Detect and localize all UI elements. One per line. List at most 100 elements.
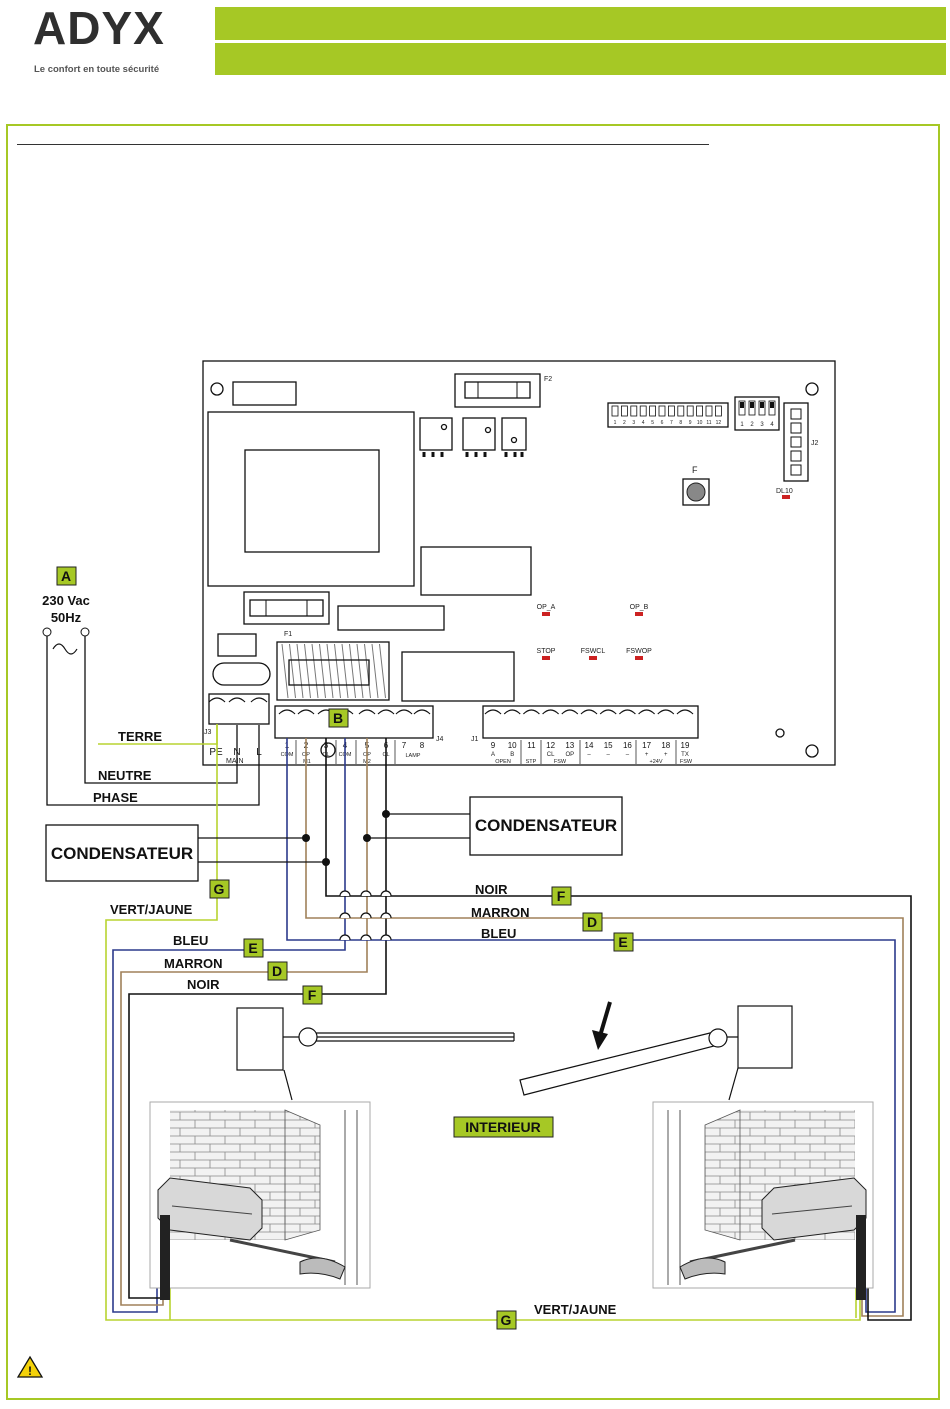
j1-label: J1 bbox=[471, 736, 479, 743]
dip-switch[interactable] bbox=[639, 405, 647, 417]
motor-right-illustration bbox=[652, 1101, 874, 1300]
fuse-f2 bbox=[454, 373, 541, 408]
j1-terminal-sub: – bbox=[587, 752, 591, 758]
relays bbox=[419, 417, 527, 457]
dip-number: 7 bbox=[670, 420, 673, 426]
dip-switch[interactable] bbox=[630, 405, 638, 417]
logo-tagline: Le confort en toute sécurité bbox=[34, 64, 160, 75]
led-indicator bbox=[635, 656, 643, 660]
fuse-f1 bbox=[243, 591, 330, 625]
capacitor-left: CONDENSATEUR bbox=[45, 824, 199, 882]
logo: ADYX Le confort en toute sécurité bbox=[28, 2, 198, 80]
label-neutre: NEUTRE bbox=[98, 768, 152, 783]
tag-e-left: E bbox=[243, 938, 264, 958]
wire-bleu-right bbox=[286, 738, 896, 1313]
motor-left bbox=[157, 1177, 263, 1241]
j4-label: J4 bbox=[436, 736, 444, 743]
ac-symbol bbox=[52, 643, 78, 655]
motor-wiring bbox=[105, 724, 912, 1321]
header-bar bbox=[215, 7, 946, 75]
tag-a: A bbox=[56, 566, 77, 586]
svg-text:F: F bbox=[308, 987, 317, 1003]
dip-switch[interactable] bbox=[715, 405, 722, 417]
j1-terminal-sub: A bbox=[491, 752, 495, 758]
j1-terminal-sub: TX bbox=[681, 752, 689, 758]
dip-switch[interactable] bbox=[611, 405, 619, 417]
tag-g-top: G bbox=[209, 879, 230, 899]
svg-text:D: D bbox=[272, 963, 282, 979]
tag-g-bottom: G bbox=[496, 1310, 517, 1330]
wire-neutre bbox=[84, 636, 238, 784]
j1-terminal-number: 13 bbox=[565, 741, 574, 750]
j3-label: J3 bbox=[204, 729, 212, 736]
label-terre: TERRE bbox=[118, 729, 162, 744]
power-supply: A 230 Vac 50Hz TERRE NEUTRE PHASE bbox=[42, 566, 260, 806]
led-indicator bbox=[589, 656, 597, 660]
j2-pin bbox=[790, 422, 802, 434]
dip-number: 3 bbox=[632, 420, 635, 426]
svg-text:G: G bbox=[214, 881, 225, 897]
led-label: FSWOP bbox=[626, 648, 652, 655]
j1-terminal-sub: + bbox=[664, 752, 668, 758]
led-label: OP_B bbox=[630, 604, 649, 611]
dip-switch[interactable] bbox=[668, 405, 675, 417]
j1-terminal-number: 18 bbox=[661, 741, 670, 750]
gate-top-view bbox=[236, 1005, 793, 1101]
interior-tag: INTERIEUR bbox=[453, 1116, 554, 1138]
tag-d-left: D bbox=[267, 961, 288, 981]
dip-switch[interactable] bbox=[621, 405, 628, 417]
led-indicator bbox=[635, 612, 643, 616]
svg-text:F: F bbox=[557, 888, 566, 904]
j1-terminal-number: 17 bbox=[642, 741, 651, 750]
j1-terminal-sub: – bbox=[626, 752, 630, 758]
j2-pin bbox=[790, 464, 802, 476]
button-f-label: F bbox=[692, 465, 698, 475]
j1-group-label: FSW bbox=[680, 759, 693, 765]
svg-text:A: A bbox=[61, 568, 71, 584]
f1-label: F1 bbox=[284, 631, 292, 638]
label-bleu-left: BLEU bbox=[173, 933, 208, 948]
capacitor-right: CONDENSATEUR bbox=[469, 796, 623, 856]
j2-pin bbox=[790, 436, 802, 448]
dip-switch[interactable] bbox=[649, 405, 656, 417]
capacitor-left-label: CONDENSATEUR bbox=[51, 844, 193, 863]
supply-voltage: 230 Vac bbox=[42, 593, 90, 608]
capacitor-right-label: CONDENSATEUR bbox=[475, 816, 617, 835]
hinge-left bbox=[298, 1027, 318, 1047]
dip-switch[interactable] bbox=[696, 405, 703, 417]
j1-terminal-sub: + bbox=[645, 752, 649, 758]
dip-number: 10 bbox=[697, 420, 703, 426]
label-noir-left: NOIR bbox=[187, 977, 220, 992]
dip-switch[interactable] bbox=[677, 405, 685, 417]
dip-switch-12 bbox=[607, 402, 729, 428]
j1-group-label: FSW bbox=[554, 759, 567, 765]
j1-terminal-number: 11 bbox=[527, 741, 536, 750]
j2-pin bbox=[790, 450, 802, 462]
transformer bbox=[207, 411, 415, 587]
warning-icon: ! bbox=[16, 1355, 44, 1378]
wire-phase bbox=[46, 636, 260, 806]
terminal-j1 bbox=[482, 705, 699, 739]
dip-number: 2 bbox=[750, 422, 754, 428]
label-bleu-right: BLEU bbox=[481, 926, 516, 941]
label-noir-right: NOIR bbox=[475, 882, 508, 897]
tag-d-right: D bbox=[582, 912, 603, 932]
svg-text:!: ! bbox=[28, 1364, 32, 1378]
svg-text:G: G bbox=[501, 1312, 512, 1328]
led-label: OP_A bbox=[537, 604, 556, 611]
pillar-left bbox=[236, 1007, 284, 1071]
terminal-j4 bbox=[274, 705, 434, 739]
dip-switch[interactable] bbox=[658, 405, 666, 417]
j1-terminal-number: 19 bbox=[681, 741, 690, 750]
tag-e-right: E bbox=[613, 932, 634, 952]
dip-number: 8 bbox=[679, 420, 682, 426]
dip-number: 1 bbox=[740, 422, 744, 428]
led-label: FSWCL bbox=[581, 648, 606, 655]
dip-number: 2 bbox=[623, 420, 626, 426]
dip-switch[interactable] bbox=[686, 405, 694, 417]
supply-frequency: 50Hz bbox=[51, 610, 82, 625]
dip-switch[interactable] bbox=[705, 405, 713, 417]
label-marron-left: MARRON bbox=[164, 956, 223, 971]
